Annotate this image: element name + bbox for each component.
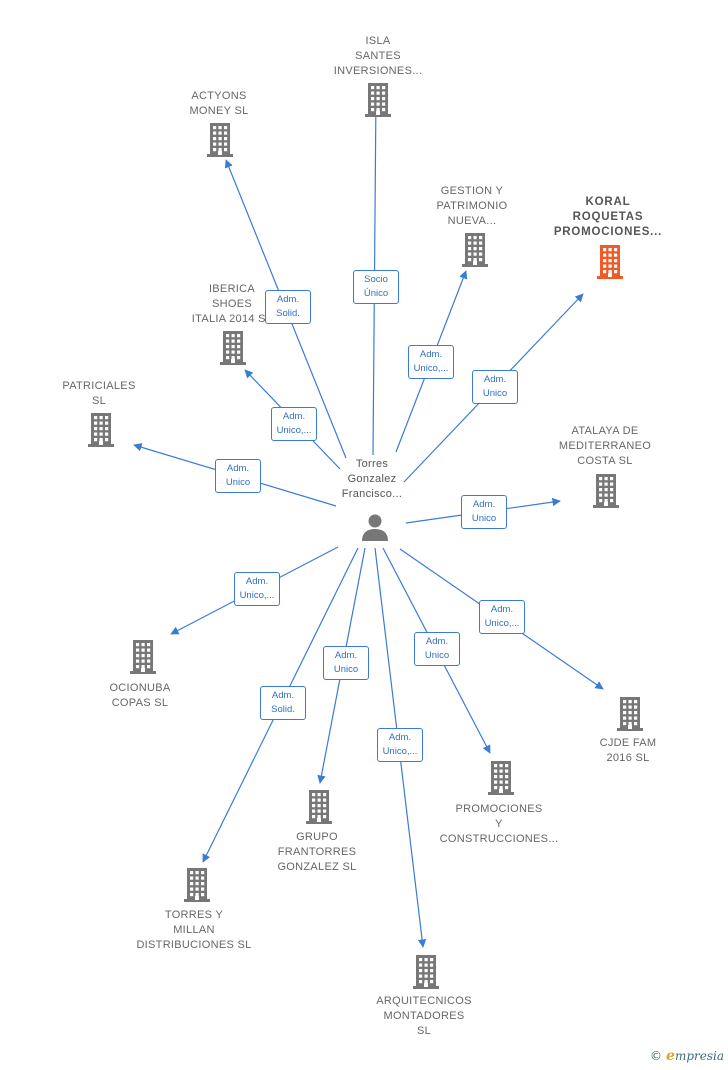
koral-label[interactable]: KORAL ROQUETAS PROMOCIONES... [553, 196, 663, 238]
isla-label[interactable]: ISLA SANTES INVERSIONES... [333, 35, 423, 77]
grupo-label[interactable]: GRUPO FRANTORRES GONZALEZ SL [277, 831, 357, 873]
edge-label-koral[interactable]: Adm. Unico [472, 370, 518, 404]
edge-label-grupo[interactable]: Adm. Unico [323, 646, 369, 680]
patriciales-building-icon[interactable] [87, 413, 115, 452]
edge-label-arquitecnicos[interactable]: Adm. Unico,... [377, 728, 423, 762]
ocionuba-building-icon[interactable] [129, 640, 157, 679]
actyons-building-icon[interactable] [206, 123, 234, 162]
person-icon[interactable] [360, 512, 390, 547]
cjde-building-icon[interactable] [616, 697, 644, 736]
patriciales-label[interactable]: PATRICIALES SL [62, 380, 136, 407]
isla-building-icon[interactable] [364, 83, 392, 122]
ocionuba-label[interactable]: OCIONUBA COPAS SL [109, 682, 171, 709]
brand-name: mpresia [674, 1049, 724, 1063]
promociones-building-icon[interactable] [487, 761, 515, 800]
edge-label-patriciales[interactable]: Adm. Unico [215, 459, 261, 493]
edge-label-cjde[interactable]: Adm. Unico,... [479, 600, 525, 634]
cjde-label[interactable]: CJDE FAM 2016 SL [599, 737, 657, 764]
torres-label[interactable]: TORRES Y MILLAN DISTRIBUCIONES SL [136, 909, 252, 951]
actyons-label[interactable]: ACTYONS MONEY SL [189, 90, 249, 117]
gestion-label[interactable]: GESTION Y PATRIMONIO NUEVA... [436, 185, 508, 227]
edge-label-promociones[interactable]: Adm. Unico [414, 632, 460, 666]
edge-label-isla[interactable]: Socio Único [353, 270, 399, 304]
promociones-label[interactable]: PROMOCIONES Y CONSTRUCCIONES... [439, 803, 559, 845]
grupo-building-icon[interactable] [305, 790, 333, 829]
empresia-brand: ©empresia [650, 1048, 724, 1064]
koral-building-icon[interactable] [596, 245, 624, 284]
edge-label-ocionuba[interactable]: Adm. Unico,... [234, 572, 280, 606]
iberica-building-icon[interactable] [219, 331, 247, 370]
edge-label-atalaya[interactable]: Adm. Unico [461, 495, 507, 529]
copyright-symbol: © [650, 1049, 663, 1063]
brand-initial: e [666, 1048, 675, 1064]
edge-label-iberica[interactable]: Adm. Unico,... [271, 407, 317, 441]
torres-building-icon[interactable] [183, 868, 211, 907]
gestion-building-icon[interactable] [461, 233, 489, 272]
edge-label-torres[interactable]: Adm. Solid. [260, 686, 306, 720]
edge-label-actyons[interactable]: Adm. Solid. [265, 290, 311, 324]
atalaya-building-icon[interactable] [592, 474, 620, 513]
arquitecnicos-label[interactable]: ARQUITECNICOS MONTADORES SL [376, 995, 472, 1037]
edge-label-gestion[interactable]: Adm. Unico,... [408, 345, 454, 379]
arquitecnicos-building-icon[interactable] [412, 955, 440, 994]
center-person-label[interactable]: Torres Gonzalez Francisco... [341, 458, 403, 500]
atalaya-label[interactable]: ATALAYA DE MEDITERRANEO COSTA SL [558, 425, 652, 467]
